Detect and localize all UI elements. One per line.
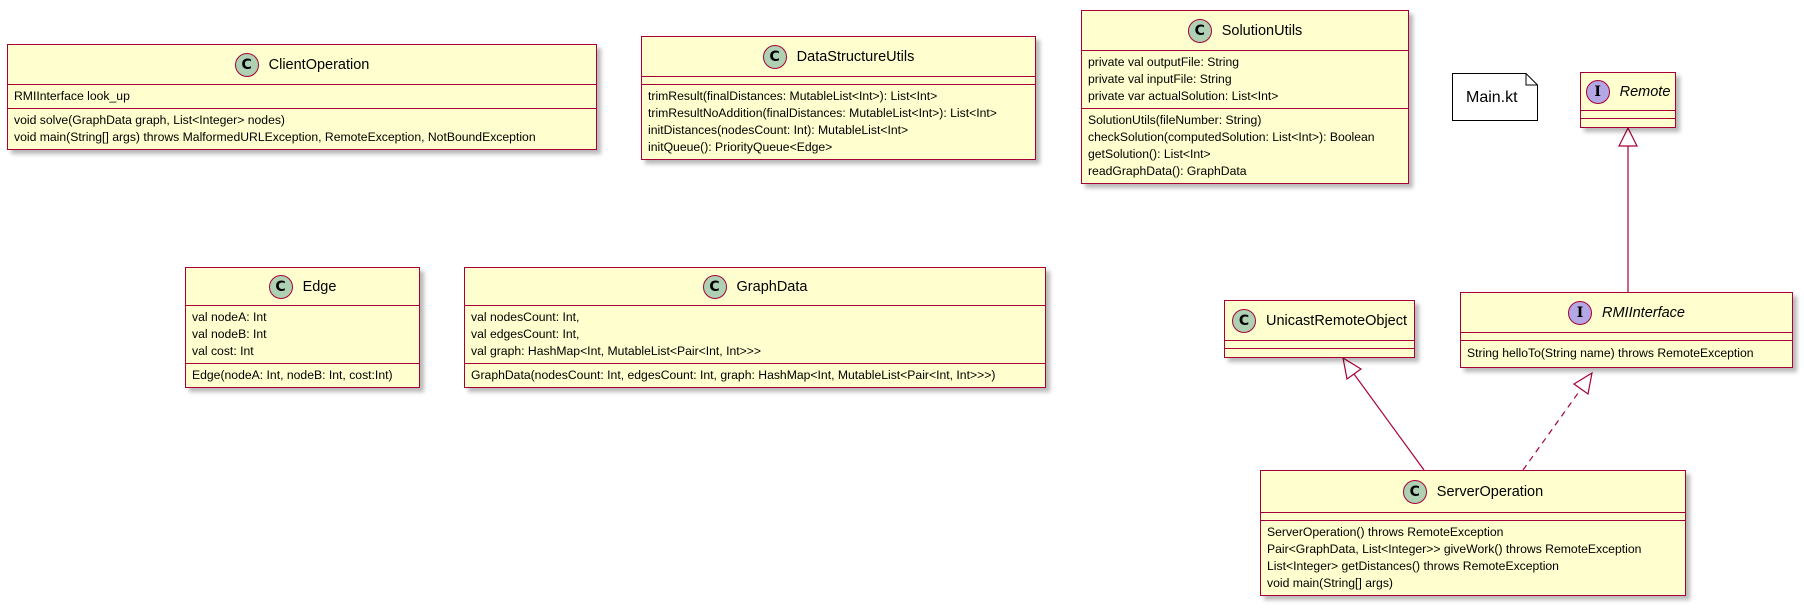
fields-section: val nodesCount: Int, val edgesCount: Int… — [465, 306, 1045, 364]
class-name: UnicastRemoteObject — [1265, 312, 1408, 329]
class-name: DataStructureUtils — [796, 48, 915, 65]
fields-section: val nodeA: Int val nodeB: Int val cost: … — [186, 306, 419, 364]
class-badge-icon: C — [234, 52, 259, 77]
field: val graph: HashMap<Int, MutableList<Pair… — [471, 344, 761, 358]
class-name: Edge — [302, 278, 337, 295]
class-name: ClientOperation — [268, 56, 370, 73]
fields-section — [642, 77, 1035, 85]
rmiinterface-extends-remote-edge — [1618, 126, 1638, 292]
fields-section — [1461, 333, 1792, 341]
class-header: I Remote — [1581, 73, 1675, 111]
class-solution-utils[interactable]: C SolutionUtils private val outputFile: … — [1081, 10, 1409, 184]
method: Pair<GraphData, List<Integer>> giveWork(… — [1267, 542, 1642, 556]
interface-badge-icon: I — [1585, 79, 1610, 104]
class-badge-icon: C — [1187, 18, 1212, 43]
class-name: RMIInterface — [1602, 304, 1685, 321]
class-client-operation[interactable]: C ClientOperation RMIInterface look_up v… — [7, 44, 597, 150]
class-header: C ClientOperation — [8, 45, 596, 85]
fields-section: private val outputFile: String private v… — [1082, 51, 1408, 109]
method: void solve(GraphData graph, List<Integer… — [14, 113, 285, 127]
class-data-structure-utils[interactable]: C DataStructureUtils trimResult(finalDis… — [641, 36, 1036, 160]
method: readGraphData(): GraphData — [1088, 164, 1247, 178]
method: trimResult(finalDistances: MutableList<I… — [648, 89, 938, 103]
serveroperation-extends-unicastremoteobject-edge — [1342, 356, 1425, 471]
methods-section — [1225, 349, 1414, 357]
class-name: GraphData — [736, 278, 808, 295]
method: void main(String[] args) — [1267, 576, 1393, 590]
class-header: C Edge — [186, 268, 419, 306]
field: val edgesCount: Int, — [471, 327, 580, 341]
note-text: Main.kt — [1466, 89, 1518, 106]
method: getSolution(): List<Int> — [1088, 147, 1211, 161]
class-header: C GraphData — [465, 268, 1045, 306]
class-server-operation[interactable]: C ServerOperation ServerOperation() thro… — [1260, 470, 1686, 596]
field: private val inputFile: String — [1088, 72, 1232, 86]
class-graph-data[interactable]: C GraphData val nodesCount: Int, val edg… — [464, 267, 1046, 388]
class-badge-icon: C — [1231, 308, 1256, 333]
method: ServerOperation() throws RemoteException — [1267, 525, 1504, 539]
field: val nodesCount: Int, — [471, 310, 580, 324]
class-header: C ServerOperation — [1261, 471, 1685, 513]
fields-section — [1261, 513, 1685, 521]
methods-section: trimResult(finalDistances: MutableList<I… — [642, 85, 1035, 159]
class-name: Remote — [1619, 83, 1671, 100]
note-shape-icon — [1452, 73, 1538, 121]
fields-section — [1225, 341, 1414, 349]
methods-section: SolutionUtils(fileNumber: String) checkS… — [1082, 109, 1408, 183]
class-header: C UnicastRemoteObject — [1225, 301, 1414, 341]
field: val cost: Int — [192, 344, 254, 358]
class-badge-icon: C — [268, 274, 293, 299]
methods-section — [1581, 119, 1675, 127]
method: GraphData(nodesCount: Int, edgesCount: I… — [471, 368, 996, 382]
interface-remote[interactable]: I Remote — [1580, 72, 1676, 128]
class-header: C SolutionUtils — [1082, 11, 1408, 51]
field: private var actualSolution: List<Int> — [1088, 89, 1279, 103]
interface-badge-icon: I — [1568, 300, 1592, 325]
method: trimResultNoAddition(finalDistances: Mut… — [648, 106, 997, 120]
methods-section: Edge(nodeA: Int, nodeB: Int, cost:Int) — [186, 364, 419, 387]
interface-rmi-interface[interactable]: I RMIInterface String helloTo(String nam… — [1460, 292, 1793, 368]
class-badge-icon: C — [762, 44, 787, 69]
field: RMIInterface look_up — [14, 89, 130, 103]
field: val nodeA: Int — [192, 310, 267, 324]
method: initQueue(): PriorityQueue<Edge> — [648, 140, 833, 154]
fields-section — [1581, 111, 1675, 119]
methods-section: String helloTo(String name) throws Remot… — [1461, 341, 1792, 367]
methods-section: void solve(GraphData graph, List<Integer… — [8, 109, 596, 149]
method: void main(String[] args) throws Malforme… — [14, 130, 536, 144]
method: Edge(nodeA: Int, nodeB: Int, cost:Int) — [192, 368, 393, 382]
class-edge[interactable]: C Edge val nodeA: Int val nodeB: Int val… — [185, 267, 420, 388]
method: String helloTo(String name) throws Remot… — [1467, 346, 1754, 360]
method: SolutionUtils(fileNumber: String) — [1088, 113, 1262, 127]
fields-section: RMIInterface look_up — [8, 85, 596, 109]
method: initDistances(nodesCount: Int): MutableL… — [648, 123, 909, 137]
class-header: C DataStructureUtils — [642, 37, 1035, 77]
class-name: SolutionUtils — [1221, 22, 1303, 39]
class-name: ServerOperation — [1436, 483, 1544, 500]
class-badge-icon: C — [1402, 479, 1427, 504]
class-badge-icon: C — [702, 274, 727, 299]
method: List<Integer> getDistances() throws Remo… — [1267, 559, 1559, 573]
serveroperation-implements-rmiinterface-edge — [1522, 371, 1593, 471]
method: checkSolution(computedSolution: List<Int… — [1088, 130, 1375, 144]
methods-section: ServerOperation() throws RemoteException… — [1261, 521, 1685, 595]
field: private val outputFile: String — [1088, 55, 1240, 69]
methods-section: GraphData(nodesCount: Int, edgesCount: I… — [465, 364, 1045, 387]
field: val nodeB: Int — [192, 327, 267, 341]
note-main-kt[interactable]: Main.kt — [1452, 73, 1538, 121]
class-unicast-remote-object[interactable]: C UnicastRemoteObject — [1224, 300, 1415, 358]
class-header: I RMIInterface — [1461, 293, 1792, 333]
